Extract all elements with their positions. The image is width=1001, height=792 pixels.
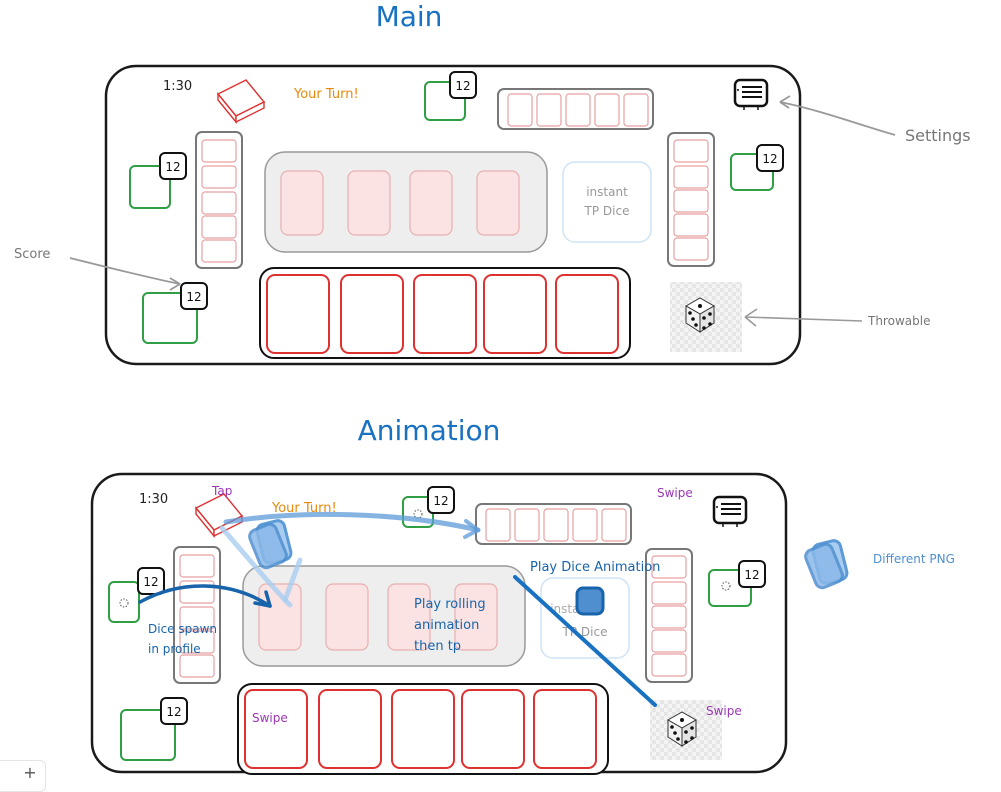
main-play-area-cards xyxy=(280,170,520,236)
main-player-score: 12 xyxy=(186,290,201,304)
different-png-annotation: Different PNG xyxy=(873,552,955,566)
main-settings-icon[interactable] xyxy=(733,78,769,112)
main-instant-tp-label-2: TP Dice xyxy=(584,204,630,218)
anim-opponent-top-score-box xyxy=(427,486,455,514)
main-opponent-top-avatar[interactable] xyxy=(424,81,466,121)
score-annotation: Score xyxy=(14,247,50,262)
anim-play-rolling-2: animation xyxy=(414,618,479,633)
different-png-card-icon xyxy=(802,537,850,592)
anim-swipe-top: Swipe xyxy=(657,486,693,500)
main-opponent-right-cards xyxy=(673,139,709,261)
main-opponent-left-score: 12 xyxy=(165,160,180,174)
main-timer: 1:30 xyxy=(163,79,192,94)
anim-play-rolling-3: then tp xyxy=(414,639,461,654)
main-opponent-right-score-box xyxy=(756,144,784,172)
anim-opponent-top-score: 12 xyxy=(433,494,448,508)
main-instant-tp-dice-slot xyxy=(562,161,652,243)
anim-tap-label: Tap xyxy=(211,484,232,498)
main-your-turn: Your Turn! xyxy=(293,87,359,102)
anim-opponent-right-dice-icon xyxy=(721,581,731,591)
anim-player-score-box xyxy=(160,697,188,725)
main-opponent-top-score-box xyxy=(449,71,477,99)
anim-dice-spawn-1: Dice spawn xyxy=(148,622,217,636)
title-animation: Animation xyxy=(358,414,501,447)
anim-play-dice-animation-label: Play Dice Animation xyxy=(530,560,660,575)
anim-settings-icon[interactable] xyxy=(712,495,748,529)
dice-spawn-arrow xyxy=(138,584,272,608)
zoom-in-icon[interactable]: + xyxy=(23,763,37,782)
anim-opponent-top-cards xyxy=(485,508,627,542)
anim-dice-spawn-2: in profile xyxy=(148,642,201,656)
anim-opponent-left-dice-icon xyxy=(119,598,129,608)
anim-play-rolling-1: Play rolling xyxy=(414,597,486,612)
main-opponent-top-score: 12 xyxy=(455,79,470,93)
dice-throw-line xyxy=(513,575,657,707)
main-player-avatar[interactable] xyxy=(142,292,198,344)
main-opponent-left-cards xyxy=(201,139,237,263)
anim-timer: 1:30 xyxy=(139,492,168,507)
anim-opponent-right-score-box xyxy=(738,560,766,588)
anim-swipe-hand: Swipe xyxy=(252,711,288,725)
main-opponent-left-score-box xyxy=(159,152,187,180)
anim-opponent-right-cards xyxy=(651,555,687,677)
zoom-control[interactable]: + xyxy=(0,760,46,792)
main-opponent-left-avatar[interactable] xyxy=(129,165,171,209)
anim-instant-tp-dice-slot xyxy=(540,577,630,659)
anim-player-avatar[interactable] xyxy=(120,709,176,761)
main-player-score-box xyxy=(180,282,208,310)
anim-opponent-left-score: 12 xyxy=(143,575,158,589)
anim-tp-dice-cube-icon xyxy=(575,586,605,616)
throwable-annotation: Throwable xyxy=(867,314,930,328)
tap-to-opponent-arrow xyxy=(223,511,481,533)
anim-player-cards[interactable] xyxy=(244,689,597,769)
settings-arrow xyxy=(779,101,896,136)
main-opponent-right-score: 12 xyxy=(762,152,777,166)
throwable-arrow xyxy=(744,316,863,322)
score-arrow xyxy=(69,257,181,285)
card-drag-arrow-2 xyxy=(282,557,303,603)
main-instant-tp-label-1: instant xyxy=(586,185,628,199)
anim-swipe-dice: Swipe xyxy=(706,704,742,718)
anim-opponent-right-score: 12 xyxy=(744,568,759,582)
main-player-cards[interactable] xyxy=(266,274,619,354)
anim-player-score: 12 xyxy=(166,705,181,719)
main-opponent-top-cards xyxy=(507,93,649,127)
anim-opponent-left-cards xyxy=(179,554,215,678)
title-main: Main xyxy=(376,0,443,33)
settings-annotation: Settings xyxy=(905,126,971,145)
anim-opponent-left-score-box xyxy=(137,567,165,595)
anim-play-area-cards xyxy=(258,583,498,651)
